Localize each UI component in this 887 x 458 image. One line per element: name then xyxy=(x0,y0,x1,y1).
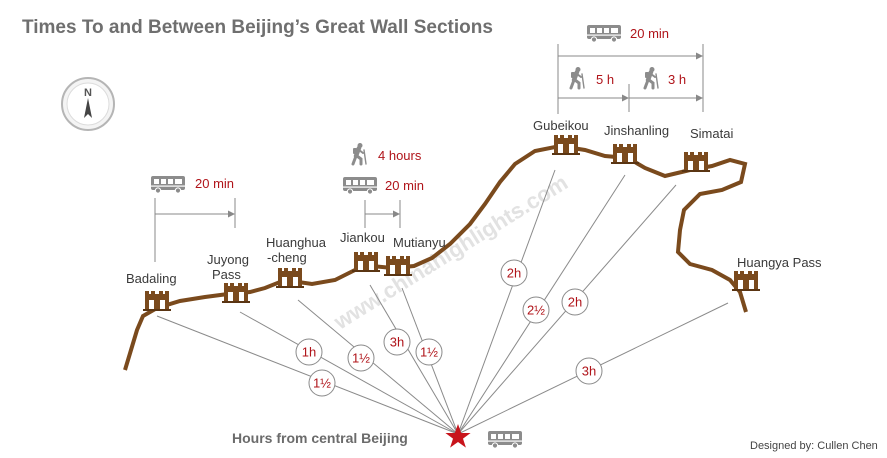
svg-text:2h: 2h xyxy=(568,295,582,310)
transfer-gubeikou-simatai: 20 min 5 h 3 h xyxy=(557,24,704,114)
svg-text:3h: 3h xyxy=(390,335,404,350)
hiker-icon xyxy=(571,67,584,88)
svg-text:2h: 2h xyxy=(507,266,521,281)
label-juyong: Juyong xyxy=(207,252,249,267)
label-mutianyu: Mutianyu xyxy=(393,235,446,250)
compass: N xyxy=(61,77,115,131)
tower-jinshanling xyxy=(611,144,639,164)
arrow-head-icon xyxy=(622,94,629,102)
tower-huangya xyxy=(732,271,760,291)
svg-text:20 min: 20 min xyxy=(630,26,669,41)
label-huanghua-cheng: -cheng xyxy=(267,250,307,265)
svg-text:1h: 1h xyxy=(302,345,316,360)
svg-text:1½: 1½ xyxy=(420,345,438,360)
svg-text:1½: 1½ xyxy=(313,376,331,391)
svg-text:2½: 2½ xyxy=(527,303,545,318)
svg-text:5 h: 5 h xyxy=(596,72,614,87)
label-gubeikou: Gubeikou xyxy=(533,118,589,133)
bus-icon xyxy=(342,176,378,195)
hour-badge-jinshanling: 2½ xyxy=(522,296,550,324)
hour-badge-huanghua: 1½ xyxy=(347,344,375,372)
svg-text:3 h: 3 h xyxy=(668,72,686,87)
compass-north-label: N xyxy=(84,87,92,99)
designer-credit: Designed by: Cullen Chen xyxy=(750,440,878,452)
bus-icon xyxy=(487,430,523,449)
hiker-icon xyxy=(353,143,366,164)
svg-text:3h: 3h xyxy=(582,364,596,379)
tower-gubeikou xyxy=(552,135,580,155)
bus-icon xyxy=(150,175,186,194)
svg-text:1½: 1½ xyxy=(352,351,370,366)
label-juyong-pass: Pass xyxy=(212,267,241,282)
label-badaling: Badaling xyxy=(126,271,177,286)
arrow-head-icon xyxy=(228,210,235,218)
compass-needle-icon xyxy=(84,98,92,118)
star-icon xyxy=(445,424,471,448)
svg-text:4 hours: 4 hours xyxy=(378,148,422,163)
page-title: Times To and Between Beijing’s Great Wal… xyxy=(22,17,493,38)
label-simatai: Simatai xyxy=(690,126,733,141)
tower-simatai xyxy=(682,152,710,172)
svg-text:20 min: 20 min xyxy=(385,178,424,193)
hiker-icon xyxy=(645,67,658,88)
label-jiankou: Jiankou xyxy=(340,230,385,245)
origin-label: Hours from central Beijing xyxy=(232,430,408,446)
transfer-jiankou-mutianyu: 4 hours 20 min xyxy=(342,143,424,228)
tower-juyong xyxy=(222,283,250,303)
arrow-head-icon xyxy=(696,52,703,60)
tower-mutianyu xyxy=(384,256,412,276)
tower-jiankou xyxy=(352,252,380,272)
hour-badge-simatai: 2h xyxy=(561,288,589,316)
hour-badge-juyong: 1h xyxy=(295,338,323,366)
tower-badaling xyxy=(143,291,171,311)
arrow-head-icon xyxy=(393,210,400,218)
transfer-badaling-juyong: 20 min xyxy=(150,175,236,262)
arrow-head-icon xyxy=(696,94,703,102)
label-jinshanling: Jinshanling xyxy=(604,123,669,138)
tower-huanghua xyxy=(276,268,304,288)
label-huanghua: Huanghua xyxy=(266,235,327,250)
hour-badge-huangya: 3h xyxy=(575,357,603,385)
svg-text:20 min: 20 min xyxy=(195,176,234,191)
hour-badge-mutianyu: 1½ xyxy=(415,338,443,366)
bus-icon xyxy=(586,24,622,43)
hour-badge-gubeikou: 2h xyxy=(500,259,528,287)
hour-badge-jiankou: 3h xyxy=(383,328,411,356)
hour-badge-badaling: 1½ xyxy=(308,369,336,397)
label-huangya: Huangya Pass xyxy=(737,255,822,270)
